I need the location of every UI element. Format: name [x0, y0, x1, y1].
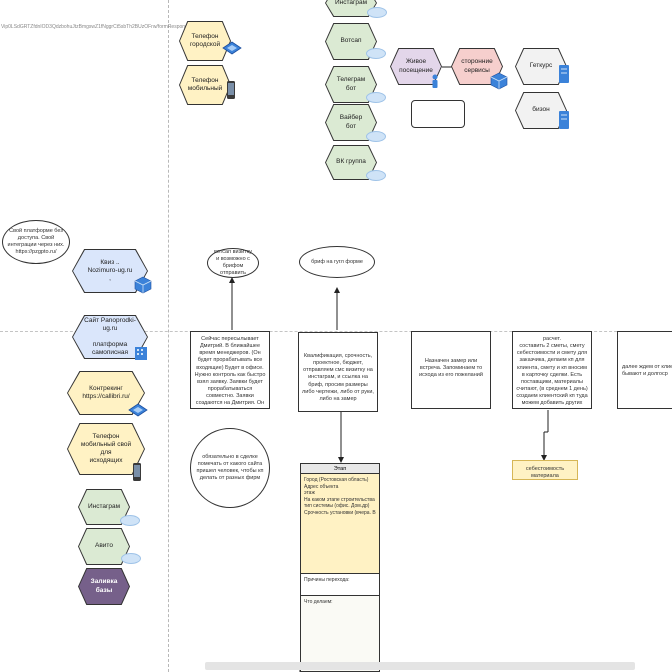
- phone-mobile-node[interactable]: Телефон мобильный: [180, 66, 230, 104]
- vertical-guide: [168, 0, 169, 672]
- mobile-phone-icon: [227, 81, 235, 99]
- cloud-icon: [366, 131, 386, 142]
- cloud-icon: [121, 553, 141, 564]
- person-icon: [432, 74, 438, 88]
- phone-city-node[interactable]: Телефон городской: [180, 22, 230, 60]
- contracts-node[interactable]: Контрекинг https://callibri.ru/: [68, 372, 144, 414]
- server-icon: [559, 65, 569, 83]
- qualify-box[interactable]: Квалификация, срочность, проектное, бюдж…: [298, 332, 378, 412]
- cloud-icon: [366, 48, 386, 59]
- cube-icon: [490, 72, 508, 90]
- measure-box[interactable]: Назначен замер или встреча. Запоминаем т…: [411, 331, 491, 409]
- phone-icon: [222, 41, 242, 55]
- quiz-node[interactable]: Квиз .. Nozimuro-ug.ru ,: [73, 250, 147, 292]
- empty-box: [411, 100, 465, 128]
- phone-icon: [128, 403, 148, 417]
- instagram-node[interactable]: Инстаграм: [326, 0, 376, 16]
- brief-note-cloud: бриф на гугл форме: [299, 246, 375, 278]
- stage-header[interactable]: Этап: [300, 463, 380, 474]
- bizon-node[interactable]: бизон: [516, 93, 566, 128]
- stage-todo: Что делаем:: [300, 596, 380, 672]
- cube-icon: [134, 276, 152, 294]
- horizontal-scrollbar[interactable]: [205, 662, 635, 670]
- live-visit-node[interactable]: Живое посещение: [391, 49, 441, 84]
- manager-box[interactable]: Сейчас пересылывает Дмитрий. В ближайшее…: [190, 331, 270, 409]
- platform-note-cloud: Свой платформе без доступа. Свой интегра…: [2, 220, 70, 264]
- whatsapp-note-cloud: вотсап визитку и возможно с брифом отпра…: [207, 248, 259, 278]
- cloud-icon: [366, 92, 386, 103]
- mobile-phone-icon: [133, 463, 141, 481]
- next-box[interactable]: далее ждем от клиента бывают и долгоср: [617, 331, 672, 409]
- calc-box[interactable]: расчет. составить 2 сметы, смету себесто…: [512, 331, 592, 409]
- note-circle: обязательно в сделке помечать от какого …: [190, 428, 270, 508]
- cost-label[interactable]: себестоимость материала: [512, 460, 578, 480]
- phone-mobile2-node[interactable]: Телефон мобильный свой для исходящих: [68, 424, 144, 474]
- cloud-icon: [366, 170, 386, 181]
- server-icon: [559, 111, 569, 129]
- cloud-icon: [120, 515, 140, 526]
- site-node[interactable]: Сайт Panoprodki-ug.ru платформа самописн…: [73, 316, 147, 358]
- db-fill-node[interactable]: Заливка базы: [79, 569, 129, 604]
- cloud-icon: [367, 7, 387, 18]
- stage-reasons: Причины перехода:: [300, 574, 380, 596]
- stage-body: Город (Ростовская область) Адрес объекта…: [300, 474, 380, 574]
- getkurs-node[interactable]: Геткурс: [516, 49, 566, 84]
- horizontal-guide: [0, 331, 672, 332]
- header-url: Vip0LSdGRTZfdnIOD3QdzbohuJtzBmgswZ1fNggr…: [1, 24, 191, 30]
- building-icon: [135, 347, 147, 360]
- avito-node[interactable]: Авито: [79, 529, 129, 564]
